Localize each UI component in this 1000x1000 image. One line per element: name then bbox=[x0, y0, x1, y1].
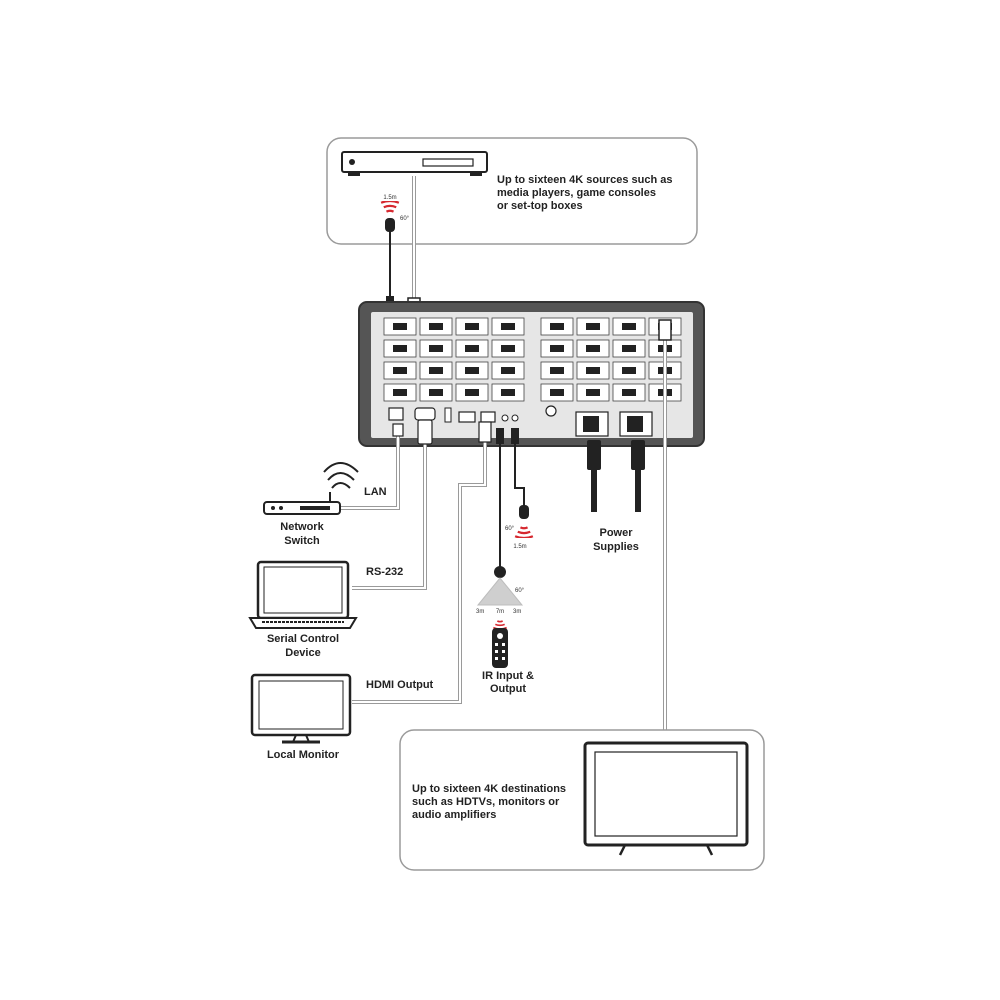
set-top-box-icon bbox=[341, 151, 488, 176]
sources-box: Up to sixteen 4K sources such as media p… bbox=[326, 137, 698, 245]
hdmi-port-icon bbox=[622, 367, 636, 374]
hdmi-port-icon bbox=[429, 345, 443, 352]
network-switch-label-line-2: Switch bbox=[284, 535, 320, 547]
hdmi-port-icon bbox=[550, 345, 564, 352]
hdmi-port-icon bbox=[465, 389, 479, 396]
ir-io-label-line-2: Output bbox=[490, 683, 526, 695]
ir-angle-top: 60° bbox=[400, 216, 410, 222]
ir-range-top: 1.5m bbox=[383, 195, 396, 201]
hdmi-port-icon bbox=[501, 345, 515, 352]
local-monitor-icon bbox=[250, 673, 352, 744]
ir-waves-mid-icon bbox=[513, 526, 535, 538]
hdmi-port-icon bbox=[393, 367, 407, 374]
ir-io-label-line-1: IR Input & bbox=[482, 670, 534, 682]
ir-receiver-center: 7m bbox=[496, 609, 504, 615]
hdmi-port-icon bbox=[622, 389, 636, 396]
ir-remote-icon bbox=[492, 628, 508, 668]
hdmi-port-icon bbox=[393, 389, 407, 396]
hdmi-output-label: HDMI Output bbox=[366, 679, 434, 691]
hdmi-port-icon bbox=[622, 323, 636, 330]
serial-control-label-line-2: Device bbox=[285, 647, 320, 659]
ir-receiver-icon: 60° 3m 7m 3m bbox=[476, 566, 525, 629]
ir-waves-remote-icon bbox=[492, 620, 508, 629]
sources-description-line-3: or set-top boxes bbox=[497, 200, 583, 212]
sources-description-line-2: media players, game consoles bbox=[497, 187, 656, 199]
rs232-cable bbox=[352, 419, 433, 590]
hdmi-port-icon bbox=[465, 345, 479, 352]
destinations-description-line-1: Up to sixteen 4K destinations bbox=[412, 783, 566, 795]
hdmi-port-icon bbox=[550, 389, 564, 396]
hdmi-input-port-grid bbox=[383, 317, 525, 402]
local-monitor-label: Local Monitor bbox=[267, 749, 340, 761]
destinations-box: Up to sixteen 4K destinations such as HD… bbox=[399, 729, 765, 871]
power-supplies-label-line-2: Supplies bbox=[593, 541, 639, 553]
hdmi-output-cable bbox=[352, 421, 492, 704]
ir-receiver-angle: 60° bbox=[515, 588, 525, 594]
lan-cable bbox=[340, 423, 404, 510]
ir-range-mid: 1.5m bbox=[513, 544, 526, 550]
power-cords bbox=[587, 440, 645, 512]
hdmi-port-icon bbox=[550, 323, 564, 330]
hdmi-port-icon bbox=[465, 323, 479, 330]
hdmi-port-icon bbox=[393, 323, 407, 330]
tv-icon bbox=[583, 741, 749, 856]
hdmi-port-icon bbox=[586, 323, 600, 330]
ir-emitter-top-icon: 1.5m 60° bbox=[379, 195, 410, 232]
rs232-label: RS-232 bbox=[366, 566, 403, 578]
ir-receiver-cable bbox=[496, 428, 504, 568]
network-switch-label-line-1: Network bbox=[280, 521, 324, 533]
hdmi-port-icon bbox=[501, 389, 515, 396]
hdmi-port-icon bbox=[429, 323, 443, 330]
ir-angle-mid: 60° bbox=[505, 526, 515, 532]
ir-receiver-left: 3m bbox=[476, 609, 484, 615]
laptop-icon bbox=[248, 560, 358, 629]
destination-cable bbox=[658, 319, 672, 742]
hdmi-port-icon bbox=[586, 345, 600, 352]
hdmi-port-icon bbox=[586, 389, 600, 396]
hdmi-port-icon bbox=[501, 323, 515, 330]
ir-emitter-cable bbox=[511, 428, 529, 519]
power-supplies-label-line-1: Power bbox=[599, 527, 633, 539]
destinations-description-line-2: such as HDTVs, monitors or bbox=[412, 796, 560, 808]
matrix-chassis bbox=[358, 301, 705, 447]
ir-receiver-right: 3m bbox=[513, 609, 521, 615]
lan-label: LAN bbox=[364, 486, 387, 498]
hdmi-port-icon bbox=[586, 367, 600, 374]
hdmi-port-icon bbox=[550, 367, 564, 374]
hdmi-port-icon bbox=[465, 367, 479, 374]
ir-emitter-mid-icon: 60° 1.5m bbox=[505, 526, 535, 550]
control-port-row bbox=[388, 405, 557, 423]
hdmi-port-icon bbox=[393, 345, 407, 352]
hdmi-port-icon bbox=[429, 389, 443, 396]
hdmi-port-icon bbox=[429, 367, 443, 374]
hdmi-port-icon bbox=[622, 345, 636, 352]
hdmi-port-icon bbox=[501, 367, 515, 374]
serial-control-label-line-1: Serial Control bbox=[267, 633, 339, 645]
network-switch-icon bbox=[263, 462, 359, 515]
sources-description-line-1: Up to sixteen 4K sources such as bbox=[497, 174, 672, 186]
power-inlet-icon bbox=[575, 411, 653, 437]
destinations-description-line-3: audio amplifiers bbox=[412, 809, 496, 821]
